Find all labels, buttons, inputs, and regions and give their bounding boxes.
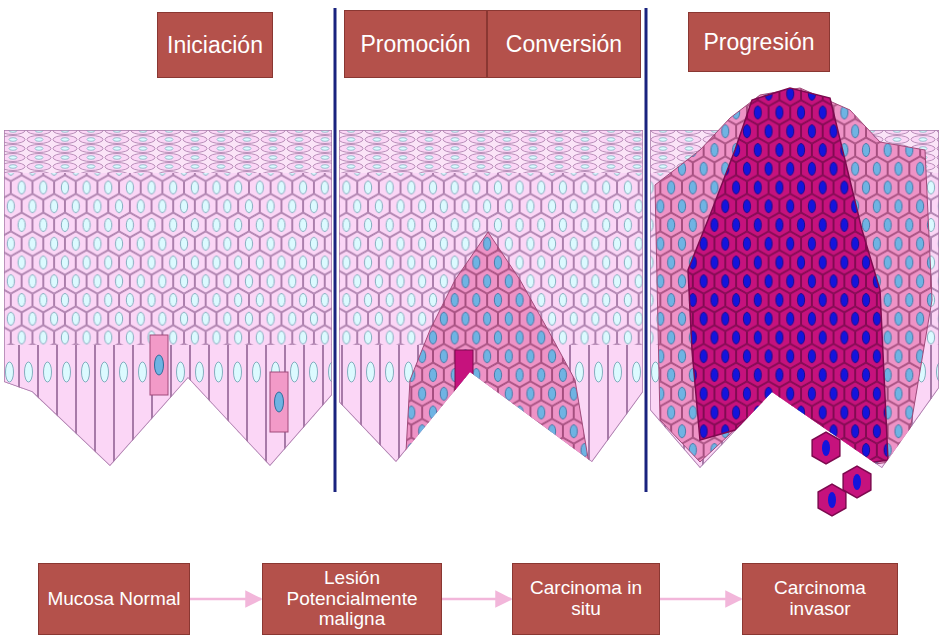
phase-text: Conversión [506, 32, 622, 57]
phase-label: Conversión [487, 10, 641, 78]
stage-box: Lesión Potencialmente maligna [262, 563, 442, 635]
flow-arrow [442, 598, 511, 601]
stage-text: Lesión Potencialmente maligna [271, 568, 433, 630]
invading-cell [812, 432, 840, 464]
phase-text: Iniciación [167, 33, 263, 58]
stage-text: Carcinoma invasor [751, 578, 889, 619]
initiated-cell [270, 372, 288, 432]
stage-box: Carcinoma invasor [742, 563, 898, 635]
flow-arrow [190, 598, 261, 601]
panel-divider [334, 8, 337, 492]
stage-text: Mucosa Normal [47, 589, 180, 610]
phase-text: Promoción [361, 32, 471, 57]
phase-label: Progresión [688, 12, 830, 72]
phase-text: Progresión [703, 30, 814, 55]
phase-label: Iniciación [157, 12, 273, 78]
panel-divider [645, 8, 648, 492]
invading-cell [843, 466, 871, 498]
stage-text: Carcinoma in situ [521, 578, 651, 619]
phase-label: Promoción [344, 10, 487, 78]
stage-box: Carcinoma in situ [512, 563, 660, 635]
promoted-clone [405, 232, 590, 470]
initiated-cell [150, 335, 168, 395]
stage-box: Mucosa Normal [38, 563, 190, 635]
carcinoma-mass [655, 88, 932, 470]
invading-cell [818, 484, 846, 516]
flow-arrow [660, 598, 741, 601]
